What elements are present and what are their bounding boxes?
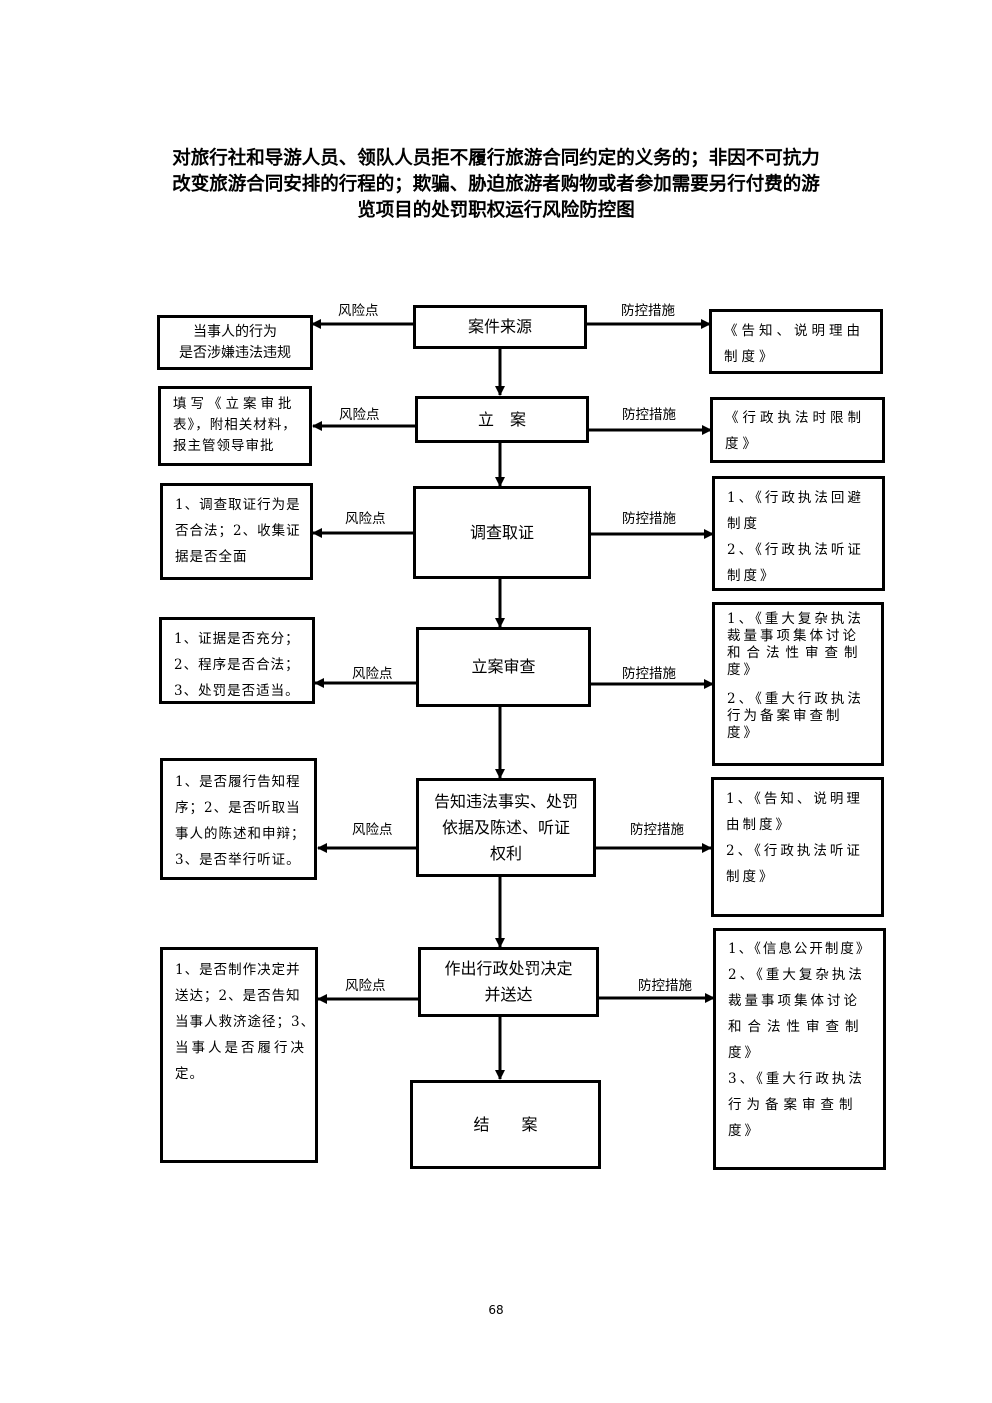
risk-line: 3、是否举行听证。 <box>175 852 301 868</box>
step-label: 调查取证 <box>469 522 534 542</box>
risk-box: 1、是否制作决定并 送达；2、是否告知 当事人救济途径；3、 当事人是否履行决 … <box>160 947 318 1163</box>
risk-line: 1、证据是否充分； <box>174 631 300 647</box>
control-line: 行为备案审查制 <box>727 708 843 724</box>
control-line: 3、《重大行政执法 <box>728 1071 865 1087</box>
risk-line: 表》，附相关材料， <box>173 417 297 433</box>
control-box: 《告知、说明理由 制度》 <box>709 309 883 374</box>
risk-line: 当事人是否履行决 <box>175 1040 307 1056</box>
title-line: 改变旅游合同安排的行程的；欺骗、胁迫旅游者购物或者参加需要另行付费的游 <box>172 174 820 195</box>
risk-box: 填写《立案审批 表》，附相关材料， 报主管领导审批 <box>158 386 312 466</box>
control-line: 裁量事项集体讨论 <box>727 628 859 644</box>
control-line: 2、《重大行政执法 <box>727 691 864 707</box>
control-box: 1、《重大复杂执法 裁量事项集体讨论 和合法性审查制 度》 2、《重大行政执法 … <box>712 602 884 766</box>
control-box: 1、《信息公开制度》 2、《重大复杂执法 裁量事项集体讨论 和合法性审查制 度》… <box>713 928 886 1170</box>
risk-label: 风险点 <box>339 407 380 423</box>
risk-line: 3、处罚是否适当。 <box>174 683 300 699</box>
risk-line: 否合法；2、收集证 <box>175 523 301 539</box>
risk-box: 当事人的行为 是否涉嫌违法违规 <box>157 315 313 370</box>
step-label: 依据及陈述、听证 <box>441 817 570 837</box>
step-label: 结 案 <box>473 1114 538 1134</box>
risk-line: 序；2、是否听取当 <box>175 800 301 816</box>
step-case-review: 立案审查 <box>416 627 591 707</box>
control-label: 防控措施 <box>621 303 675 319</box>
risk-line: 送达；2、是否告知 <box>175 988 301 1004</box>
control-line: 度》 <box>725 436 760 452</box>
risk-line: 定。 <box>175 1066 204 1082</box>
control-line: 制度》 <box>724 349 777 365</box>
step-label: 权利 <box>489 843 522 863</box>
control-line: 2、《行政执法听证 <box>726 843 863 859</box>
control-box: 1、《告知、说明理 由制度》 2、《行政执法听证 制度》 <box>711 777 884 917</box>
step-case-source: 案件来源 <box>413 305 587 349</box>
risk-label: 风险点 <box>345 978 386 994</box>
control-label: 防控措施 <box>630 822 684 838</box>
risk-line: 1、是否制作决定并 <box>175 962 301 978</box>
control-line: 1、《信息公开制度》 <box>728 941 872 957</box>
control-label: 防控措施 <box>622 511 676 527</box>
risk-line: 1、是否履行告知程 <box>175 774 301 790</box>
step-notify-facts: 告知违法事实、处罚 依据及陈述、听证 权利 <box>416 778 596 877</box>
step-file-case: 立 案 <box>415 396 589 443</box>
step-close-case: 结 案 <box>410 1080 601 1169</box>
control-line: 行为备案审查制 <box>728 1097 858 1113</box>
control-line: 度》 <box>727 725 760 741</box>
control-line: 1、《告知、说明理 <box>726 791 863 807</box>
control-box: 1、《行政执法回避 制度 2、《行政执法听证 制度》 <box>712 476 885 591</box>
risk-line: 是否涉嫌违法违规 <box>179 344 291 361</box>
step-label: 立 案 <box>477 409 526 429</box>
control-line: 由制度》 <box>726 817 792 833</box>
control-label: 防控措施 <box>638 978 692 994</box>
control-line: 度》 <box>728 1045 761 1061</box>
risk-line: 2、程序是否合法； <box>174 657 300 673</box>
risk-line: 报主管领导审批 <box>173 438 275 454</box>
control-line: 2、《行政执法听证 <box>727 542 864 558</box>
control-label: 防控措施 <box>622 407 676 423</box>
step-label: 立案审查 <box>471 657 536 676</box>
risk-line: 当事人救济途径；3、 <box>175 1014 316 1030</box>
page-title: 对旅行社和导游人员、领队人员拒不履行旅游合同约定的义务的；非因不可抗力 改变旅游… <box>140 146 852 224</box>
control-line: 度》 <box>728 1123 761 1139</box>
risk-line: 1、调查取证行为是 <box>175 497 301 513</box>
control-line: 制度》 <box>727 568 777 584</box>
control-line <box>727 679 871 691</box>
control-label: 防控措施 <box>622 666 676 682</box>
risk-label: 风险点 <box>345 511 386 527</box>
control-line: 2、《重大复杂执法 <box>728 967 865 983</box>
risk-line: 据是否全面 <box>175 549 248 565</box>
title-line: 对旅行社和导游人员、领队人员拒不履行旅游合同约定的义务的；非因不可抗力 <box>172 148 820 169</box>
control-line: 裁量事项集体讨论 <box>728 993 860 1009</box>
control-line: 和合法性审查制 <box>727 645 864 661</box>
control-line: 1、《重大复杂执法 <box>727 611 864 627</box>
control-line: 1、《行政执法回避 <box>727 490 864 506</box>
risk-label: 风险点 <box>352 666 393 682</box>
control-line: 制度 <box>727 516 760 532</box>
control-line: 度》 <box>727 662 760 678</box>
risk-box: 1、是否履行告知程 序；2、是否听取当 事人的陈述和申辩； 3、是否举行听证。 <box>160 758 317 880</box>
risk-line: 当事人的行为 <box>193 323 277 340</box>
control-box: 《行政执法时限制 度》 <box>710 397 885 463</box>
step-label: 告知违法事实、处罚 <box>433 791 578 811</box>
control-line: 和合法性审查制 <box>728 1019 865 1035</box>
title-line: 览项目的处罚职权运行风险防控图 <box>357 200 635 221</box>
control-line: 《告知、说明理由 <box>724 323 864 339</box>
step-label: 作出行政处罚决定 <box>444 959 573 978</box>
page-number: 68 <box>488 1303 504 1317</box>
step-investigation: 调查取证 <box>413 486 591 579</box>
step-penalty-decision: 作出行政处罚决定 并送达 <box>418 947 599 1017</box>
risk-box: 1、证据是否充分； 2、程序是否合法； 3、处罚是否适当。 <box>159 617 315 704</box>
risk-line: 事人的陈述和申辩； <box>175 826 306 842</box>
risk-box: 1、调查取证行为是 否合法；2、收集证 据是否全面 <box>160 483 313 580</box>
risk-label: 风险点 <box>338 303 379 319</box>
control-line: 《行政执法时限制 <box>725 410 865 426</box>
control-line: 制度》 <box>726 869 776 885</box>
step-label: 案件来源 <box>467 317 532 336</box>
step-label: 并送达 <box>484 985 533 1004</box>
risk-line: 填写《立案审批 <box>173 396 296 412</box>
risk-label: 风险点 <box>352 822 393 838</box>
